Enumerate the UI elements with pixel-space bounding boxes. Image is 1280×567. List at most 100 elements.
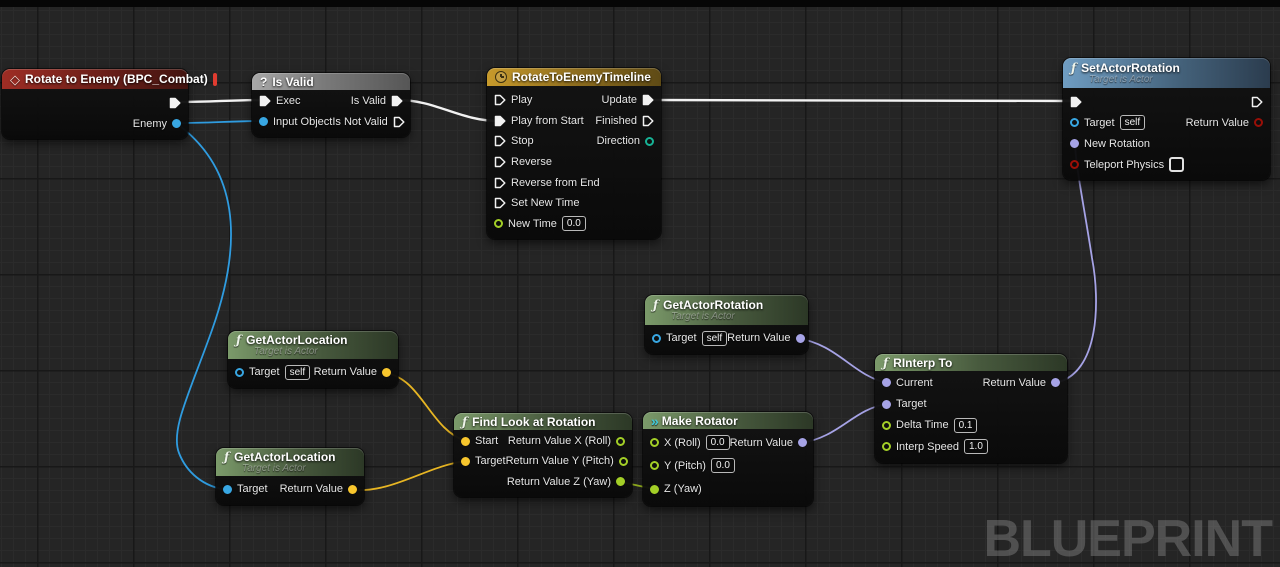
pin-return-value-out[interactable] bbox=[797, 438, 807, 448]
function-icon: ƒ bbox=[462, 414, 468, 429]
wire-node-get-actor-rotation.return-value-out--node-rinterp-to.current-in[interactable] bbox=[795, 337, 888, 384]
pin-label: Target bbox=[475, 455, 506, 468]
node-title: GetActorLocation bbox=[246, 333, 348, 347]
pin-return-value-z-out[interactable] bbox=[616, 477, 625, 487]
wire-event-rotate-to-enemy.enemy-out--node-is-valid.input-object[interactable] bbox=[175, 120, 265, 124]
teleport-physics-in-checkbox[interactable] bbox=[1169, 157, 1185, 172]
pin-new-rotation-in[interactable] bbox=[1070, 139, 1079, 148]
pin-value-box[interactable]: self bbox=[701, 330, 728, 346]
wire-node-is-valid.is-valid-out--node-rotate-to-enemy-timeline.play-from-start-in[interactable] bbox=[397, 98, 500, 123]
pin-label: Return Value bbox=[279, 483, 343, 495]
pin-target-in[interactable] bbox=[1070, 118, 1079, 127]
pin-label: Target bbox=[237, 483, 268, 495]
pin-value-box[interactable]: 0.0 bbox=[561, 216, 586, 232]
pin-input-object[interactable] bbox=[259, 117, 268, 126]
object-pin-circle bbox=[1070, 118, 1079, 127]
wire-event-rotate-to-enemy.enemy-out--node-get-actor-location-2.target-in[interactable] bbox=[175, 122, 232, 491]
pin-finished-out[interactable] bbox=[642, 115, 654, 127]
pin-value-box[interactable]: 0.0 bbox=[710, 458, 735, 474]
pin-exec-out[interactable] bbox=[169, 97, 181, 109]
float-pin-circle bbox=[650, 438, 659, 448]
pin-value-box[interactable]: 1.0 bbox=[964, 439, 988, 455]
pin-return-value-out[interactable] bbox=[1254, 118, 1263, 127]
pin-label: Is Valid bbox=[350, 94, 386, 107]
pin-target-in[interactable] bbox=[235, 367, 244, 377]
pin-target-in[interactable] bbox=[882, 399, 891, 409]
pin-label: Input Object bbox=[273, 115, 333, 128]
pin-target-in[interactable] bbox=[223, 484, 232, 494]
pin-return-value-out[interactable] bbox=[1051, 378, 1060, 388]
pin-return-value-out[interactable] bbox=[348, 484, 357, 494]
pin-reverse-from-end-in[interactable] bbox=[494, 177, 506, 189]
pin-is-valid-out[interactable] bbox=[391, 95, 403, 107]
node-header[interactable]: ◇Rotate to Enemy (BPC_Combat) bbox=[2, 69, 217, 89]
node-title: Is Valid bbox=[272, 74, 314, 89]
wire-event-rotate-to-enemy.exec-out--node-is-valid.exec-in[interactable] bbox=[175, 98, 265, 104]
pin-exec-in[interactable] bbox=[1070, 96, 1082, 108]
pin-direction-out[interactable] bbox=[645, 136, 654, 146]
pin-start-in[interactable] bbox=[461, 436, 470, 446]
bool-pin-circle bbox=[1254, 118, 1263, 127]
wire-node-get-actor-location-2.return-value-out--node-find-look-at-rotation.target-in[interactable] bbox=[351, 460, 467, 492]
pin-reverse-in[interactable] bbox=[494, 156, 506, 168]
pin-current-in[interactable] bbox=[882, 378, 891, 388]
pin-new-time-in[interactable] bbox=[494, 219, 503, 229]
pin-exec-in[interactable] bbox=[259, 95, 271, 107]
pin-delta-time-in[interactable] bbox=[882, 420, 891, 430]
pin-play-from-start-in[interactable] bbox=[494, 115, 506, 127]
pin-label: Target bbox=[249, 366, 280, 378]
node-header[interactable]: »Make Rotator bbox=[643, 412, 813, 429]
pin-update-out[interactable] bbox=[642, 94, 654, 106]
pin-teleport-physics-in[interactable] bbox=[1070, 160, 1079, 169]
pin-value-box[interactable]: self bbox=[284, 364, 311, 380]
pin-label: Set New Time bbox=[511, 197, 580, 210]
pin-is-not-valid-out[interactable] bbox=[393, 116, 405, 128]
pin-return-value-out[interactable] bbox=[795, 333, 805, 343]
node-subtitle: Target is Actor bbox=[254, 346, 318, 357]
pin-value-box[interactable]: 0.0 bbox=[705, 435, 730, 451]
rotator-pin-circle bbox=[882, 399, 891, 409]
pin-play-in[interactable] bbox=[494, 94, 506, 106]
node-header[interactable]: ?Is Valid bbox=[252, 73, 410, 90]
pin-set-new-time-in[interactable] bbox=[494, 197, 506, 209]
pin-return-value-out[interactable] bbox=[382, 367, 391, 377]
pin-return-value-y-out[interactable] bbox=[618, 456, 628, 466]
pin-row: Target Return Value bbox=[216, 478, 364, 500]
pin-interp-speed-in[interactable] bbox=[882, 442, 891, 452]
event-rotate-to-enemy[interactable]: ◇Rotate to Enemy (BPC_Combat)Enemy bbox=[2, 69, 217, 139]
pin-enemy-out[interactable] bbox=[172, 119, 181, 128]
pin-value-box[interactable]: 0.1 bbox=[953, 417, 978, 433]
node-title: Make Rotator bbox=[661, 413, 738, 428]
object-pin-circle bbox=[259, 117, 268, 126]
pin-y-pitch-in[interactable] bbox=[650, 461, 659, 471]
pin-z-yaw-in[interactable] bbox=[650, 484, 659, 494]
wire-node-rotate-to-enemy-timeline.update-out--node-set-actor-rotation.exec-in[interactable] bbox=[648, 98, 1076, 103]
pin-value-box[interactable]: self bbox=[1119, 115, 1146, 130]
pin-stop-in[interactable] bbox=[494, 135, 506, 147]
pin-x-roll-in[interactable] bbox=[650, 438, 659, 448]
pin-label: Return Value bbox=[313, 366, 377, 378]
rotator-pin-circle bbox=[1051, 378, 1060, 388]
pin-return-value-x-out[interactable] bbox=[616, 436, 625, 446]
pin-target-in[interactable] bbox=[461, 456, 470, 466]
node-header[interactable]: RotateToEnemyTimeline bbox=[487, 68, 661, 86]
pin-target-in[interactable] bbox=[652, 333, 661, 343]
pin-exec-out[interactable] bbox=[1251, 96, 1263, 108]
